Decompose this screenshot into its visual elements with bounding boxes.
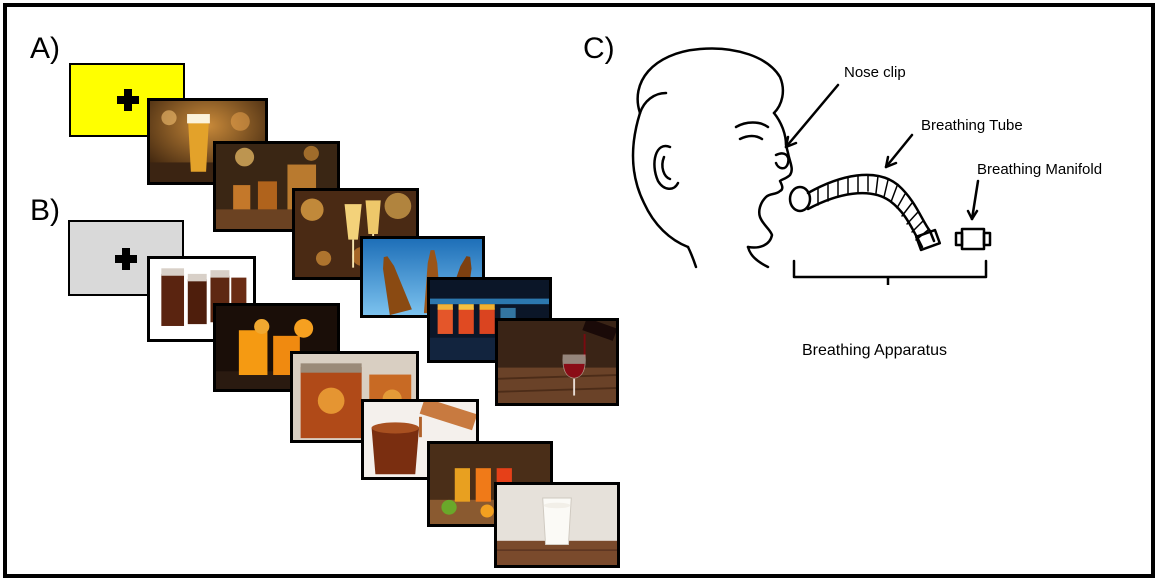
red-wine-pour-photo <box>495 318 619 406</box>
breathing-tube <box>806 173 936 249</box>
neck <box>686 245 698 269</box>
tube-end <box>914 228 942 252</box>
nose-clip <box>774 152 790 170</box>
head-outline <box>636 47 785 115</box>
eye <box>738 134 764 141</box>
breathing-apparatus-label: Breathing Apparatus <box>802 342 947 359</box>
panel-label-c: C) <box>583 32 615 65</box>
iced-tea-pour-photo <box>361 399 479 480</box>
face-profile <box>746 111 793 249</box>
chin-neck <box>746 245 770 269</box>
breathing-manifold <box>960 227 986 251</box>
plus-icon <box>115 248 137 270</box>
mouthpiece <box>788 185 812 213</box>
tube-ribs <box>817 174 929 241</box>
panel-label-b: B) <box>30 194 60 227</box>
breathing-tube-arrow <box>884 133 914 169</box>
nose-clip-arrow <box>784 83 840 149</box>
nose-clip-label: Nose clip <box>844 64 906 81</box>
hair-line <box>638 91 668 115</box>
panel-label-a: A) <box>30 32 60 65</box>
breathing-manifold-label: Breathing Manifold <box>977 161 1103 178</box>
manifold-arrow <box>970 179 980 221</box>
plus-icon <box>117 89 139 111</box>
back-of-head <box>631 111 690 249</box>
milk-glass-photo <box>494 482 620 568</box>
breathing-tube-label: Breathing Tube <box>921 117 1023 134</box>
breathing-apparatus-diagram <box>631 47 992 285</box>
ear <box>653 144 680 190</box>
eyebrow <box>734 121 770 129</box>
figure-border <box>3 3 1155 578</box>
champagne-glasses-photo <box>292 188 419 280</box>
apparatus-bracket <box>792 259 988 285</box>
